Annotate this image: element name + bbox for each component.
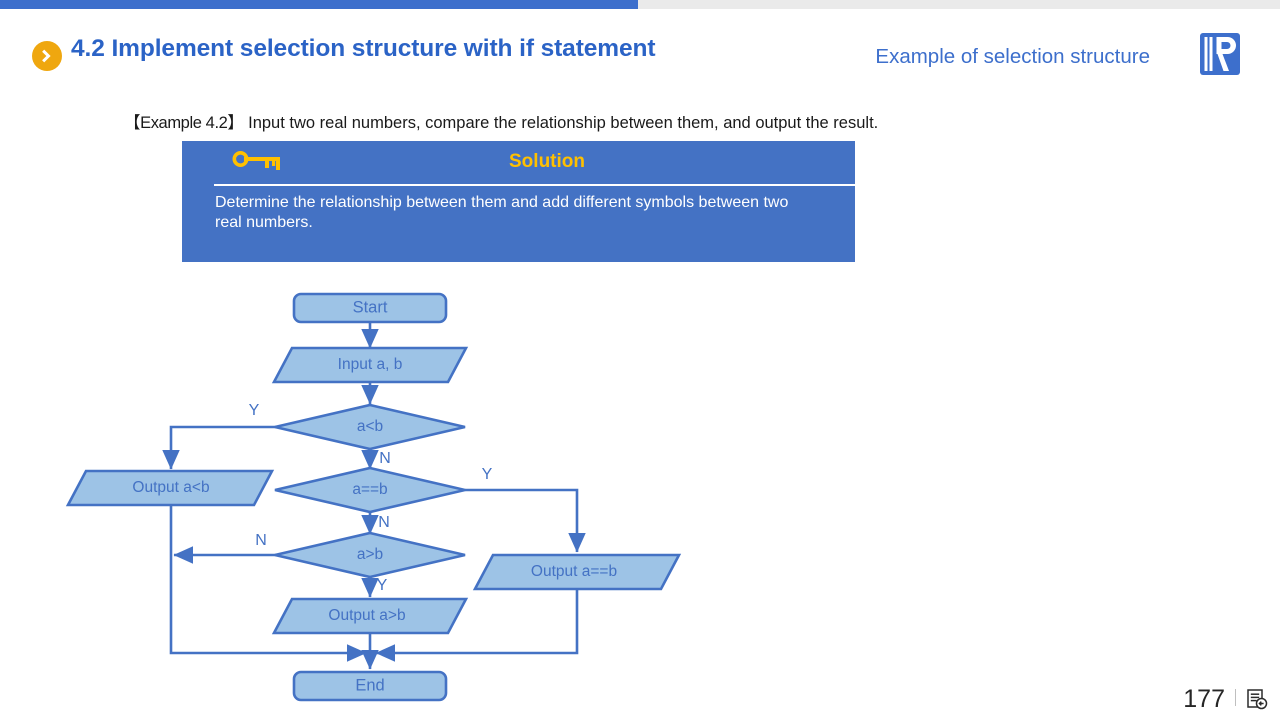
flow-label-input: Input a, b [337,356,403,373]
flow-label-cond-gt: a>b [356,546,384,563]
solution-divider [214,184,855,186]
book-r-logo-icon [1199,32,1241,76]
flow-branch-gt-yes: Y [376,577,388,594]
flow-label-out-eq: Output a==b [530,563,618,580]
slide-progress-track [0,0,1280,9]
flow-label-start: Start [352,298,388,317]
flow-label-cond-eq: a==b [352,481,388,498]
document-back-icon[interactable] [1244,686,1270,712]
page-number: 177 [1183,685,1225,713]
flow-label-out-lt: Output a<b [132,479,210,496]
chevron-right-icon [32,41,62,71]
solution-body: Determine the relationship between them … [215,194,789,231]
page-title: 4.2 Implement selection structure with i… [71,35,656,62]
header-subtitle: Example of selection structure [875,45,1150,68]
flow-branch-eq-yes: Y [481,466,493,483]
flow-branch-gt-no: N [255,532,267,549]
flow-label-out-gt: Output a>b [328,607,406,624]
slide-progress-fill [0,0,638,9]
example-text: Input two real numbers, compare the rela… [243,114,879,132]
solution-title: Solution [509,151,585,172]
flow-label-end: End [355,676,385,695]
flow-branch-eq-no: N [378,514,390,531]
example-statement: 【Example 4.2】 Input two real numbers, co… [124,109,878,133]
example-tag: 【Example 4.2】 [124,114,244,132]
flow-branch-lt-yes: Y [248,402,260,419]
footer-divider [1235,689,1236,706]
solution-panel: Solution Determine the relationship betw… [182,141,855,262]
key-icon [232,151,292,175]
solution-header: Solution [182,141,855,184]
flow-label-cond-lt: a<b [356,418,384,435]
flow-branch-lt-no: N [379,450,391,467]
